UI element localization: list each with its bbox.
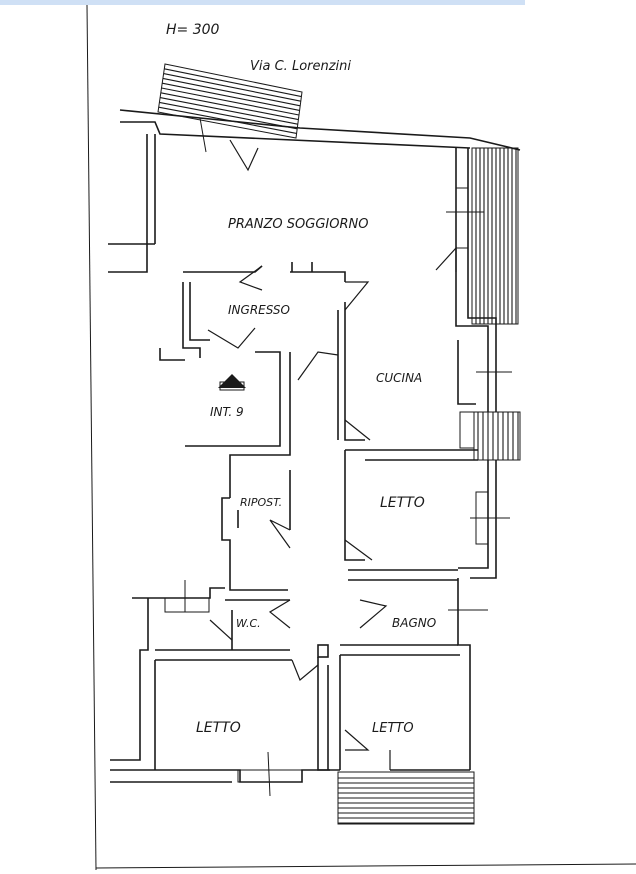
sheet-left-border: [86, 4, 97, 871]
window-marks: [164, 117, 512, 797]
top-scan-band: [0, 0, 525, 5]
kitchen-balcony-hatch: [473, 411, 521, 461]
hatch-line: [162, 82, 300, 111]
room-label-wc: W.C.: [236, 617, 261, 630]
room-label-letto-right: LETTO: [380, 495, 425, 511]
top-balcony-hatch: [157, 63, 303, 139]
room-label-bagno: BAGNO: [392, 616, 436, 630]
hatch-line: [159, 97, 298, 125]
sheet-bottom-border: [95, 863, 636, 869]
hatch-line: [162, 77, 301, 107]
hatch-line: [164, 68, 302, 98]
hatch-line: [158, 106, 297, 134]
room-label-cucina: CUCINA: [376, 371, 422, 385]
hatch-line: [161, 87, 300, 116]
room-label-ingresso: INGRESSO: [228, 303, 290, 317]
unit-marker-box: [219, 381, 245, 391]
door-swings: [207, 139, 457, 770]
hatch-line: [163, 73, 301, 102]
hatch-line: [160, 92, 299, 121]
bottom-stair-hatch: [337, 771, 475, 825]
room-label-letto-bottom-left: LETTO: [196, 720, 241, 736]
room-label-ripost: RIPOST.: [240, 496, 282, 509]
height-note: H= 300: [166, 22, 220, 38]
room-label-letto-bottom-right: LETTO: [372, 721, 414, 736]
street-name: Via C. Lorenzini: [250, 59, 351, 74]
hatch-line: [159, 101, 298, 130]
unit-label: INT. 9: [210, 405, 244, 419]
unit-marker-icon: [218, 374, 246, 388]
interior-walls: [155, 262, 478, 771]
room-label-pranzo-soggiorno: PRANZO SOGGIORNO: [228, 217, 368, 232]
outer-walls: [108, 109, 521, 783]
right-balcony-hatch: [471, 147, 519, 325]
